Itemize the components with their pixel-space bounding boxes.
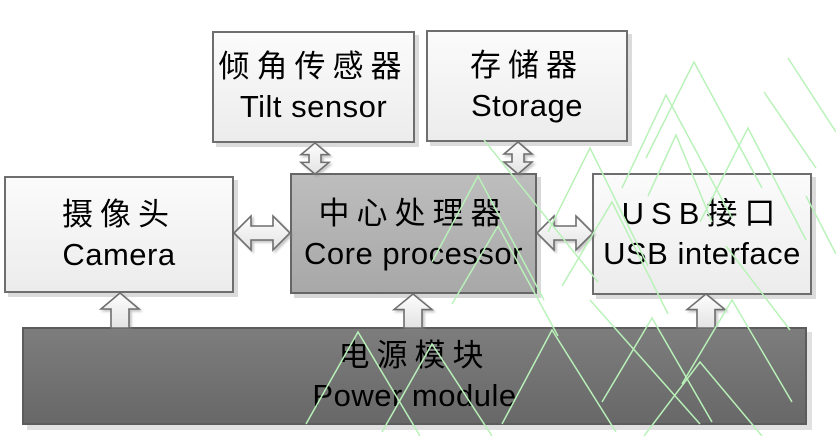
up-arrow-power-core-icon — [391, 293, 435, 329]
camera-label-zh: 摄像头 — [62, 196, 176, 232]
double-arrow-tilt-core-icon — [298, 142, 332, 175]
usb-interface-label-en: USB interface — [603, 236, 801, 272]
block-storage: 存储器 Storage — [426, 30, 628, 142]
core-processor-label-en: Core processor — [304, 235, 523, 271]
block-tilt-sensor: 倾角传感器 Tilt sensor — [212, 31, 415, 143]
double-arrow-camera-core-icon — [233, 214, 291, 252]
block-power-module: 电源模块 Power module — [22, 327, 807, 425]
power-module-label-zh: 电源模块 — [338, 338, 491, 374]
block-core-processor: 中心处理器 Core processor — [290, 173, 537, 294]
up-arrow-power-camera-icon — [98, 292, 142, 329]
usb-interface-label-zh: USB接口 — [621, 196, 783, 232]
storage-label-zh: 存储器 — [470, 48, 584, 84]
up-arrow-power-usb-icon — [684, 293, 728, 329]
double-arrow-storage-core-icon — [501, 141, 535, 175]
double-arrow-core-usb-icon — [536, 214, 594, 252]
power-module-label-en: Power module — [312, 378, 517, 414]
camera-label-en: Camera — [62, 236, 176, 272]
block-usb-interface: USB接口 USB interface — [592, 173, 812, 295]
tilt-sensor-label-zh: 倾角传感器 — [218, 49, 409, 85]
core-processor-label-zh: 中心处理器 — [318, 195, 509, 231]
tilt-sensor-label-en: Tilt sensor — [239, 89, 388, 125]
block-camera: 摄像头 Camera — [4, 176, 234, 293]
storage-label-en: Storage — [470, 88, 584, 124]
